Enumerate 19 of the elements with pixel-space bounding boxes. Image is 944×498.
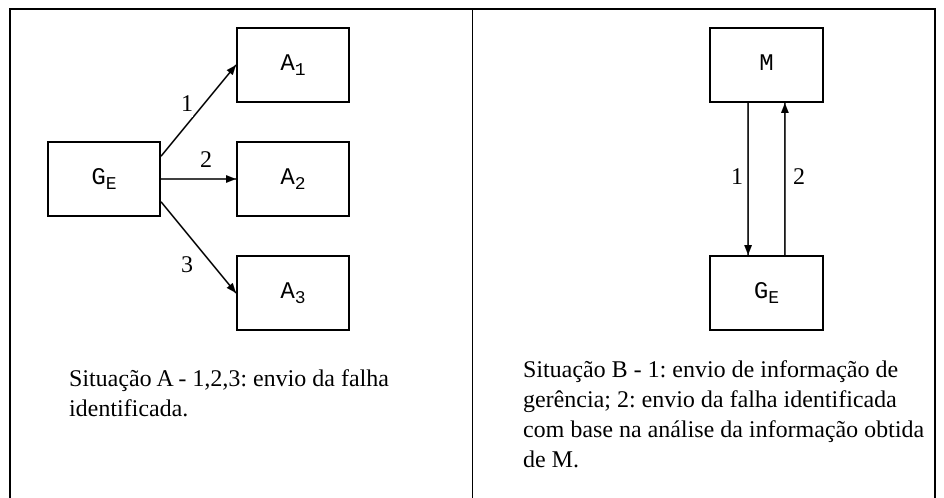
arrow xyxy=(780,103,789,255)
node-label: A$_{2}$ xyxy=(280,164,306,196)
node-box xyxy=(709,255,824,331)
node-box xyxy=(709,27,824,103)
node-label: G$_{E}$ xyxy=(754,278,780,310)
arrow xyxy=(744,103,752,255)
node-label: A$_{1}$ xyxy=(280,50,306,82)
node-box xyxy=(236,255,350,331)
caption: Situação A - 1,2,3: envio da falha identificada. xyxy=(69,365,390,424)
node-box xyxy=(47,141,161,217)
arrow xyxy=(160,201,237,294)
arrow xyxy=(161,175,236,183)
node-label: A$_{3}$ xyxy=(280,278,306,310)
node-label: G$_{E}$ xyxy=(91,164,117,196)
node-label: M xyxy=(759,50,774,80)
node-box xyxy=(236,27,350,103)
node-box xyxy=(236,141,350,217)
arrow xyxy=(160,64,237,157)
caption: Situação B - 1: envio de informação de gerência; 2: envio da falha identificada com base na análise da informação obtida de M. xyxy=(523,356,926,475)
